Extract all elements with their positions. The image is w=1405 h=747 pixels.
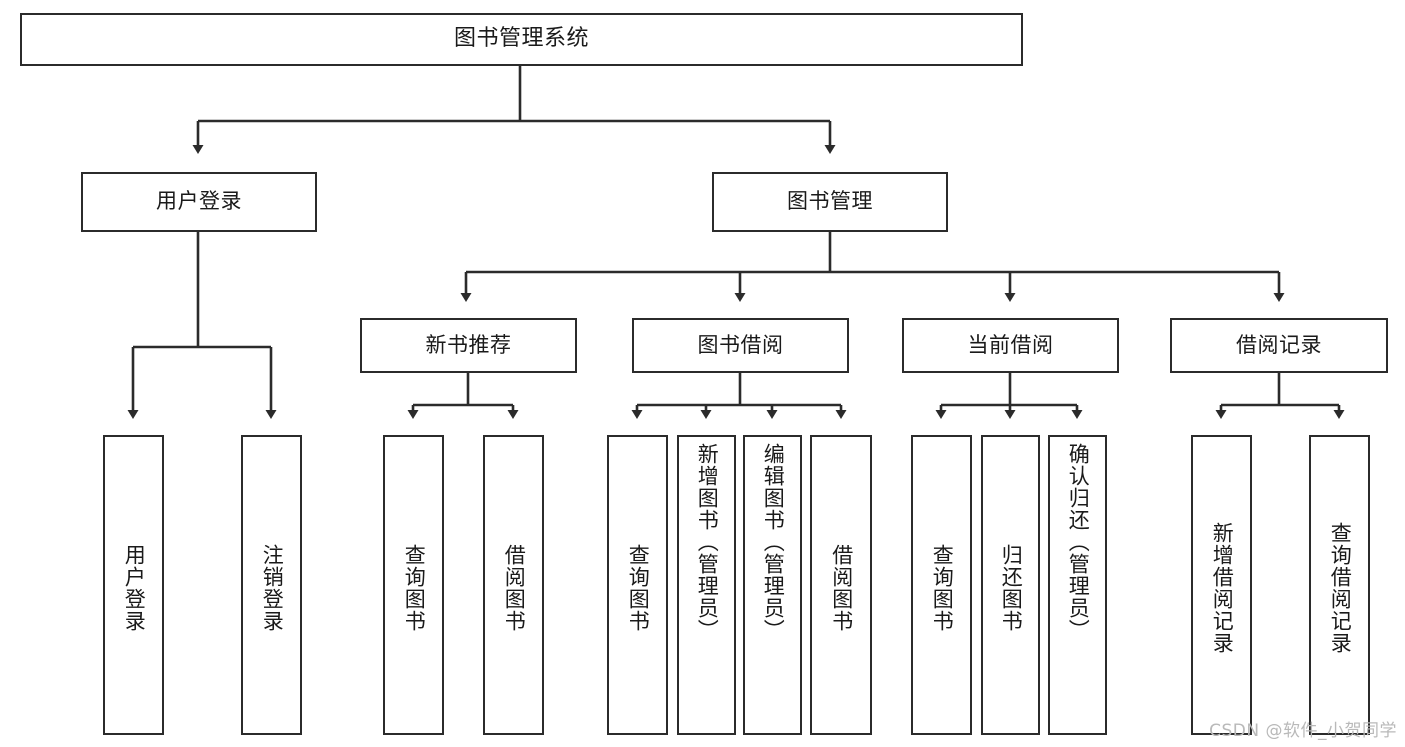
leaf-add-book[interactable]: 新增图书（管理员） (677, 435, 736, 735)
leaf-borrow-book[interactable]: 借阅图书 (810, 435, 872, 735)
node-new-book-recommend[interactable]: 新书推荐 (360, 318, 577, 373)
node-borrow-record[interactable]: 借阅记录 (1170, 318, 1388, 373)
leaf-query-book-current-label: 查询图书 (930, 544, 955, 632)
leaf-query-book-current[interactable]: 查询图书 (911, 435, 972, 735)
leaf-borrow-book-label: 借阅图书 (829, 544, 854, 632)
leaf-borrow-book-recommend-label: 借阅图书 (502, 544, 527, 632)
node-borrow-record-label: 借阅记录 (1236, 332, 1322, 357)
node-book-borrow[interactable]: 图书借阅 (632, 318, 849, 373)
node-current-borrow[interactable]: 当前借阅 (902, 318, 1119, 373)
leaf-query-book-recommend-label: 查询图书 (402, 544, 427, 632)
leaf-query-book-recommend[interactable]: 查询图书 (383, 435, 444, 735)
leaf-add-borrow-record[interactable]: 新增借阅记录 (1191, 435, 1252, 735)
node-current-borrow-label: 当前借阅 (967, 332, 1054, 357)
leaf-confirm-return-label: 确认归还（管理员） (1066, 443, 1091, 641)
node-root-system[interactable]: 图书管理系统 (20, 13, 1023, 66)
node-root-system-label: 图书管理系统 (453, 26, 589, 52)
leaf-query-book-borrow[interactable]: 查询图书 (607, 435, 668, 735)
node-book-manage[interactable]: 图书管理 (712, 172, 948, 232)
node-user-login[interactable]: 用户登录 (81, 172, 317, 232)
leaf-user-login[interactable]: 用户登录 (103, 435, 164, 735)
node-book-borrow-label: 图书借阅 (697, 332, 784, 357)
leaf-query-borrow-record[interactable]: 查询借阅记录 (1309, 435, 1370, 735)
leaf-return-book-label: 归还图书 (999, 544, 1024, 632)
leaf-logout-login[interactable]: 注销登录 (241, 435, 302, 735)
leaf-edit-book[interactable]: 编辑图书（管理员） (743, 435, 802, 735)
node-book-manage-label: 图书管理 (787, 189, 873, 214)
leaf-user-login-label: 用户登录 (122, 544, 147, 632)
leaf-logout-login-label: 注销登录 (260, 544, 285, 632)
node-new-book-recommend-label: 新书推荐 (425, 332, 512, 357)
node-user-login-label: 用户登录 (156, 189, 242, 214)
leaf-query-borrow-record-label: 查询借阅记录 (1328, 522, 1353, 654)
leaf-add-borrow-record-label: 新增借阅记录 (1210, 522, 1235, 654)
leaf-confirm-return[interactable]: 确认归还（管理员） (1048, 435, 1107, 735)
leaf-query-book-borrow-label: 查询图书 (626, 544, 651, 632)
leaf-add-book-label: 新增图书（管理员） (695, 443, 720, 641)
leaf-edit-book-label: 编辑图书（管理员） (761, 443, 786, 641)
leaf-borrow-book-recommend[interactable]: 借阅图书 (483, 435, 544, 735)
leaf-return-book[interactable]: 归还图书 (981, 435, 1040, 735)
csdn-watermark: CSDN @软件_小贺同学 (1209, 721, 1397, 741)
